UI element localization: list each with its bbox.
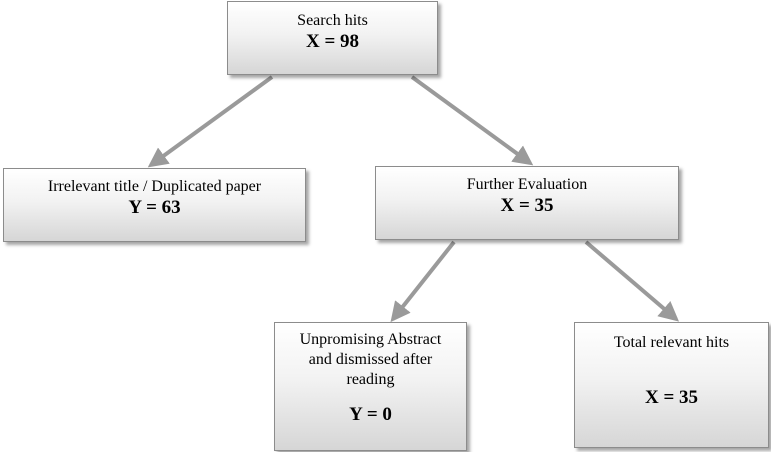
arrow-search-to-further (410, 75, 534, 166)
irrelevant-box: Irrelevant title / Duplicated paper Y = … (3, 168, 306, 242)
search-hits-label: Search hits (297, 12, 368, 29)
arrow-further-to-total (584, 240, 680, 322)
total-relevant-value: X = 35 (644, 387, 699, 408)
arrow-search-to-irrelevant (147, 75, 274, 168)
unpromising-label-line: and dismissed after (308, 351, 433, 368)
irrelevant-value: Y = 63 (128, 197, 181, 218)
unpromising-value: Y = 0 (349, 404, 392, 425)
further-evaluation-value: X = 35 (500, 195, 554, 216)
further-evaluation-box: Further Evaluation X = 35 (375, 166, 679, 240)
unpromising-label-line: reading (346, 371, 395, 388)
unpromising-box: Unpromising Abstract and dismissed after… (274, 322, 467, 451)
total-relevant-box: Total relevant hits X = 35 (574, 322, 769, 448)
search-hits-box: Search hits X = 98 (227, 1, 438, 75)
irrelevant-label: Irrelevant title / Duplicated paper (47, 178, 262, 195)
total-relevant-label: Total relevant hits (613, 334, 730, 351)
further-evaluation-label: Further Evaluation (466, 176, 588, 193)
unpromising-label-line: Unpromising Abstract (299, 331, 442, 348)
arrow-further-to-unpromising (390, 240, 456, 323)
search-hits-value: X = 98 (305, 31, 360, 52)
